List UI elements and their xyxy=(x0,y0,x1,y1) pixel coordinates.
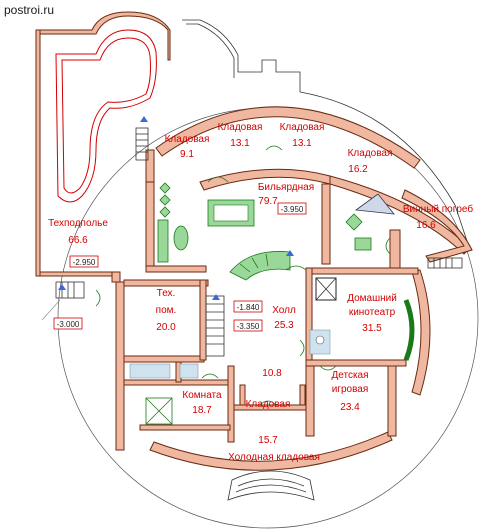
room-area: 31.5 xyxy=(362,323,382,334)
level-box xyxy=(233,319,263,332)
pool-inner xyxy=(61,37,151,194)
room-area: 25.3 xyxy=(274,320,294,331)
room-name: Детская xyxy=(331,370,368,381)
room-area: 79.7 xyxy=(258,196,278,207)
room-area: 15.7 xyxy=(258,435,278,446)
doors xyxy=(95,145,391,406)
stair-arrows xyxy=(58,116,294,300)
room-area: игровая xyxy=(332,384,369,395)
level-box xyxy=(69,255,99,268)
room-name: Кладовая xyxy=(165,134,210,145)
level-marks: -2.950 -3.000 -3.950 -1.840 -3.350 xyxy=(41,202,307,332)
level-mark: -1.840 xyxy=(237,303,260,312)
room-name: Холодная кладовая xyxy=(228,452,320,463)
room-name: Комната xyxy=(182,390,222,401)
level-mark: -3.350 xyxy=(237,322,260,331)
billiard-table xyxy=(207,199,255,227)
room-area: пом. xyxy=(156,305,177,316)
stair-left xyxy=(135,127,149,161)
room-name: Кладовая xyxy=(218,122,263,133)
room-name: Холл xyxy=(272,305,296,316)
bed-komnata xyxy=(145,397,173,425)
home-theater-seats xyxy=(315,277,415,361)
room-area: 23.4 xyxy=(340,402,360,413)
room-name: Кладовая xyxy=(280,122,325,133)
room-area: 9.1 xyxy=(180,149,194,160)
walls xyxy=(35,11,473,471)
room-area: 18.7 xyxy=(192,405,212,416)
room-name: Винный погреб xyxy=(403,203,473,215)
bottom-entrance-stair xyxy=(227,470,315,501)
room-area: 13.1 xyxy=(292,138,312,149)
room-name: Домашний xyxy=(347,293,397,304)
room-name: Бильярдная xyxy=(258,182,314,193)
sofa-left xyxy=(157,219,189,263)
level-box xyxy=(53,317,83,330)
stair-center xyxy=(205,295,225,357)
level-mark: -2.950 xyxy=(73,258,96,267)
room-area: 16.6 xyxy=(416,220,436,231)
wine-rack xyxy=(354,193,395,251)
room-area: 10.8 xyxy=(262,368,282,379)
level-mark: -3.000 xyxy=(57,320,80,329)
room-area: кинотеатр xyxy=(349,307,396,318)
room-area: 13.1 xyxy=(230,138,250,149)
room-labels: Техподполье 66.6 Кладовая 9.1 Кладовая 1… xyxy=(48,122,473,463)
plants xyxy=(159,182,363,231)
outer-arc xyxy=(299,91,471,251)
room-name: Тех. xyxy=(157,288,176,299)
bathroom-fixtures xyxy=(129,329,331,379)
terrace-outline-inner xyxy=(186,23,235,78)
room-name: Кладовая xyxy=(246,399,291,410)
level-mark: -3.950 xyxy=(281,205,304,214)
room-name: Техподполье xyxy=(48,218,108,229)
terrace-outline xyxy=(182,19,301,92)
level-box xyxy=(277,202,307,215)
spiral-stair xyxy=(229,251,291,281)
room-area: 16.2 xyxy=(348,164,368,175)
watermark: postroi.ru xyxy=(4,3,54,17)
room-name: Кладовая xyxy=(348,148,393,159)
level-box xyxy=(233,300,263,313)
room-area: 20.0 xyxy=(156,322,176,333)
room-area: 66.6 xyxy=(68,235,88,246)
right-terrace-stair xyxy=(427,257,463,269)
